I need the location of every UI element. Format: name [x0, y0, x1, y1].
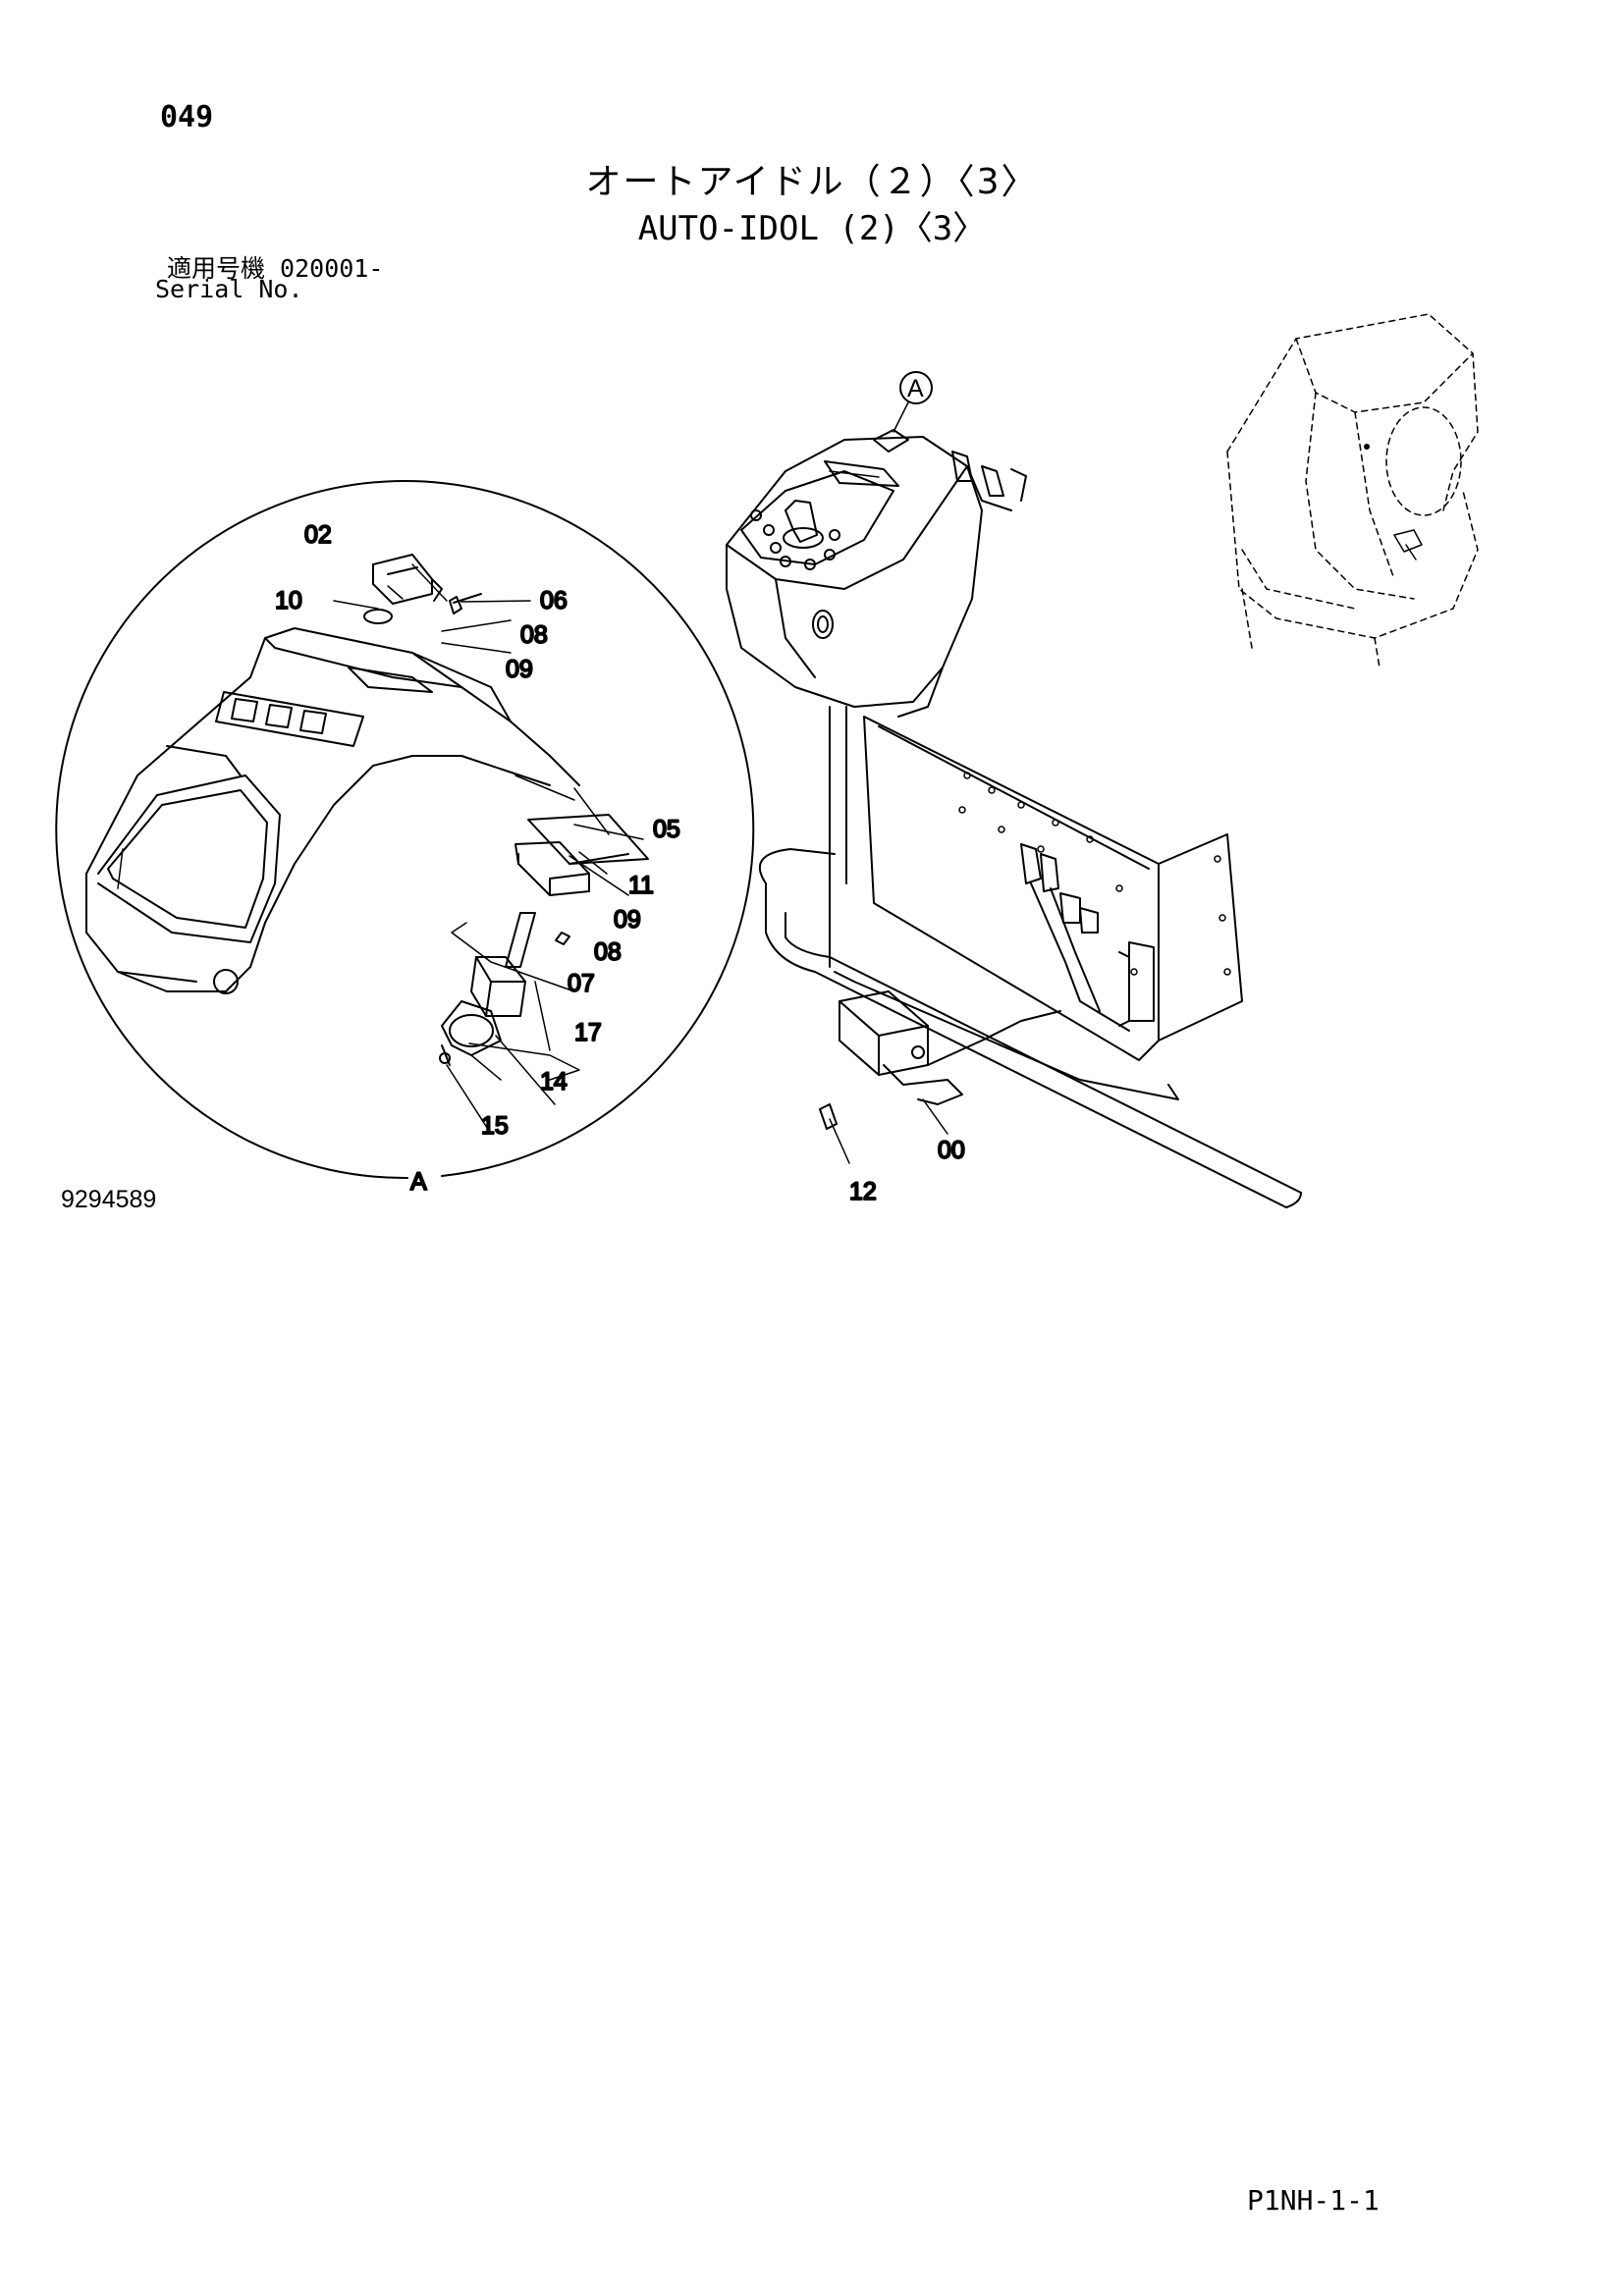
detail-view-a: A [55, 480, 755, 1197]
console-housing-detail [85, 627, 580, 994]
callout-06: 06 [540, 587, 568, 614]
callout-11: 11 [628, 872, 654, 899]
callout-17: 17 [574, 1019, 602, 1046]
title-japanese: オートアイドル（２）〈3〉 [585, 162, 1039, 202]
part-02-cap [372, 554, 443, 605]
page-number: 049 [160, 100, 214, 134]
footer-code: P1NH-1-1 [1247, 2184, 1380, 2216]
part-05-plate [527, 814, 649, 865]
part-00-controller [839, 990, 1061, 1105]
cab-location-sketch [1226, 313, 1479, 668]
part-12-screw [819, 1103, 838, 1130]
part-17-switch-block [470, 956, 526, 1017]
part-14-clamp [439, 1000, 502, 1066]
callout-07: 07 [568, 970, 595, 997]
callout-00: 00 [938, 1137, 965, 1164]
callout-10: 10 [275, 587, 302, 614]
marker-a-circle [899, 371, 933, 404]
console-assembly: A [726, 371, 1302, 1208]
part-11-bracket [514, 841, 590, 896]
callout-08a: 08 [520, 621, 548, 649]
marker-a-label: A [907, 375, 924, 402]
callout-09b: 09 [614, 906, 641, 934]
drawing-number: 9294589 [61, 1186, 157, 1213]
serial-label-japanese: 適用号機 020001- [167, 254, 384, 283]
callout-08b: 08 [594, 938, 622, 966]
part-07-screw [555, 932, 570, 945]
detail-circle [55, 480, 755, 1180]
detail-label-a: A [410, 1168, 427, 1196]
callout-05: 05 [653, 816, 680, 843]
callout-12: 12 [849, 1178, 877, 1205]
part-10-ring [363, 609, 393, 624]
callout-02: 02 [304, 521, 332, 549]
shaft [505, 912, 536, 968]
part-06-screw [449, 593, 482, 614]
callout-14: 14 [540, 1068, 568, 1095]
callout-15: 15 [481, 1112, 509, 1140]
serial-label-english: Serial No. [155, 275, 303, 303]
title-english: AUTO-IDOL (2)〈3〉 [637, 209, 987, 248]
detail-leader-lines [333, 563, 644, 1135]
callout-09a: 09 [506, 656, 533, 683]
